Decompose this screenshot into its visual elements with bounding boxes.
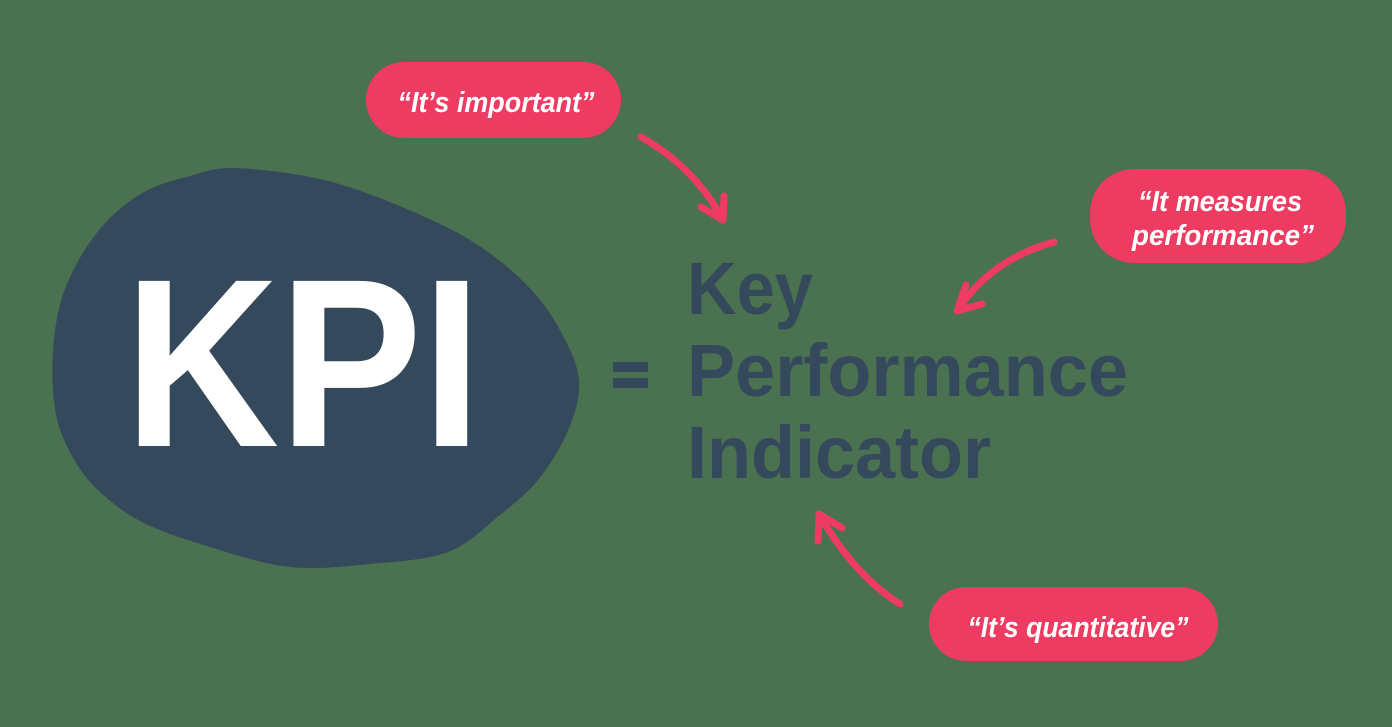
svg-text:Key: Key (687, 247, 813, 330)
svg-text:Performance: Performance (687, 329, 1128, 412)
svg-text:“It measures: “It measures (1138, 186, 1302, 218)
svg-text:“It’s quantitative”: “It’s quantitative” (968, 612, 1189, 644)
svg-text:performance”: performance” (1131, 220, 1314, 252)
svg-text:Indicator: Indicator (687, 411, 991, 494)
svg-text:KPI: KPI (125, 229, 482, 497)
svg-text:“It’s important”: “It’s important” (398, 87, 595, 119)
